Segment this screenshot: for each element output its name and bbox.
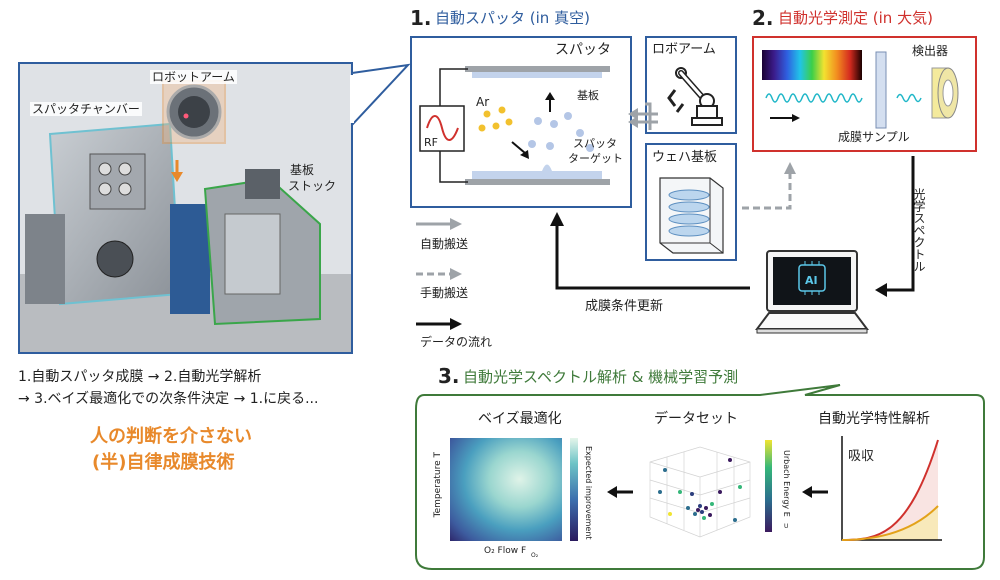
wafer-stack-icon — [659, 177, 724, 254]
update-label: 成膜条件更新 — [585, 299, 664, 314]
stock-label-2: ストック — [288, 179, 337, 193]
equipment-photo: ロボットアーム スパッタチャンバー 基板 ストック — [18, 62, 353, 354]
summary-highlight-2: (半)自律成膜技術 — [92, 452, 235, 473]
heatmap-y-axis-label: Temperature T — [433, 452, 443, 518]
wafer-panel — [645, 143, 737, 261]
sputter-diagram — [419, 66, 610, 185]
bayes-heatmap — [450, 438, 578, 541]
summary-line-1: 1.自動スパッタ成膜 → 2.自動光学解析 — [18, 369, 262, 385]
robot-arm-icon — [667, 67, 723, 126]
ai-laptop-icon — [755, 250, 869, 334]
stock-label-1: 基板 — [290, 163, 315, 177]
optics-diagram — [762, 50, 959, 129]
dataset-title: データセット — [654, 411, 738, 427]
heatmap-x-axis-label: O₂ Flow F — [484, 546, 527, 556]
target-label-2: ターゲット — [568, 152, 623, 165]
spectrum-label: 光学スペクトル — [912, 188, 926, 272]
dataset-scatter-3d — [649, 440, 772, 538]
panel-1-title: 自動スパッタ (in 真空) — [435, 9, 590, 27]
manual-transfer-arrow — [742, 162, 796, 210]
dataset-colorbar-label: Urbach Energy E — [782, 450, 791, 517]
sputter-label: スパッタ — [555, 42, 611, 58]
detector-label: 検出器 — [912, 44, 949, 58]
absorption-label: 吸収 — [848, 449, 875, 464]
optical-to-dataset-arrow — [802, 486, 828, 498]
ai-label: AI — [805, 274, 818, 287]
panel-3-number: 3. — [438, 364, 460, 388]
optical-analysis-title: 自動光学特性解析 — [818, 411, 930, 427]
legend-icons — [416, 218, 462, 330]
spectrum-flow-arrow — [875, 156, 915, 297]
robot-arm-label: ロボットアーム — [150, 70, 237, 84]
optical-measurement-panel — [752, 36, 977, 152]
bayes-title: ベイズ最適化 — [478, 411, 562, 427]
wafer-panel-label: ウェハ基板 — [652, 150, 718, 165]
chamber-label: スパッタチャンバー — [30, 102, 142, 116]
target-label-1: スパッタ — [573, 137, 617, 150]
panel-3-title: 自動光学スペクトル解析 & 機械学習予測 — [463, 368, 739, 386]
absorption-plot — [841, 436, 942, 541]
rf-label: RF — [424, 136, 438, 149]
panel-2-title: 自動光学測定 (in 大気) — [778, 9, 933, 27]
equipment-illustration — [20, 64, 351, 352]
callout-tail — [350, 63, 411, 128]
summary-highlight-1: 人の判断を介さない — [90, 426, 252, 447]
update-flow-arrow — [550, 212, 750, 290]
auto-transfer-arrows — [628, 102, 658, 130]
heatmap-colorbar-label: Expected improvement — [584, 446, 593, 540]
heatmap-x-axis-sub: O₂ — [531, 552, 539, 559]
legend-manual-transfer: 手動搬送 — [420, 286, 469, 300]
legend-auto-transfer: 自動搬送 — [420, 237, 469, 251]
substrate-label: 基板 — [577, 89, 599, 102]
robot-arm-panel-label: ロボアーム — [652, 42, 716, 57]
dataset-to-bayes-arrow — [607, 486, 633, 498]
legend-data-flow: データの流れ — [420, 335, 493, 349]
panel-1-number: 1. — [410, 6, 432, 30]
dataset-colorbar-sub: U — [784, 523, 789, 530]
ar-label: Ar — [476, 95, 490, 109]
sample-label: 成膜サンプル — [838, 130, 910, 144]
summary-line-2: → 3.ベイズ最適化での次条件決定 → 1.に戻る... — [18, 391, 319, 407]
robot-arm-panel — [645, 36, 737, 134]
panel-2-number: 2. — [752, 6, 774, 30]
